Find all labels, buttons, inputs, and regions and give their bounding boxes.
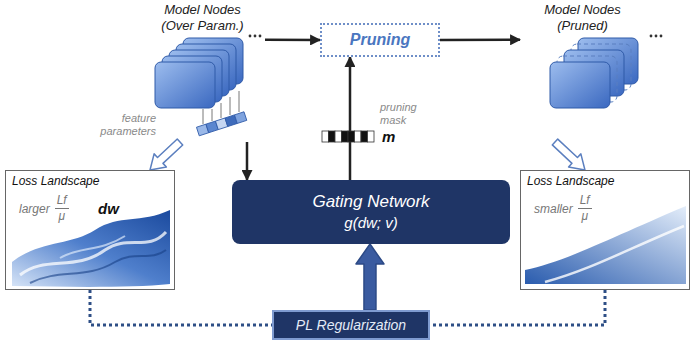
arrow-connector (349, 57, 352, 180)
fraction-denominator: μ (58, 209, 65, 224)
box-title: Gating Network (312, 191, 429, 213)
hollow-arrow (552, 139, 585, 170)
dotted-connector (90, 290, 272, 325)
node-group-heading: Model Nodes (Pruned) (535, 2, 630, 34)
arrow-connector (265, 39, 320, 42)
ratio-qualifier: larger (19, 202, 50, 216)
hollow-arrow (150, 139, 183, 170)
mask-label: pruning mask (380, 101, 430, 127)
box-formula: g(dw; v) (344, 213, 397, 233)
mask-symbol: m (382, 128, 395, 145)
feature-vector (196, 112, 246, 136)
loss-landscape-box: Loss Landscape larger Lfμ (5, 170, 175, 290)
block-arrow (356, 244, 384, 310)
arrow-connector (246, 142, 249, 180)
model-node-group: Model Nodes (Over Param.) (140, 2, 265, 142)
fraction: Lfμ (55, 193, 69, 224)
fraction-numerator: Lf (578, 193, 592, 209)
fraction: Lfμ (578, 193, 592, 224)
panel-title: Loss Landscape (12, 174, 99, 188)
ratio-row: smaller Lfμ (534, 193, 592, 224)
pruned-node-group: Model Nodes (Pruned) (520, 2, 645, 142)
gating-network-box: Gating Networkg(dw; v) (232, 180, 510, 244)
dotted-connector (430, 290, 605, 325)
smooth-loss-surface (525, 206, 686, 284)
panel-title: Loss Landscape (527, 174, 614, 188)
node-group-heading: Model Nodes (Over Param.) (155, 2, 250, 34)
regularization-box: PL Regularization (272, 310, 430, 340)
box-title: PL Regularization (296, 317, 406, 333)
pruning-box: Pruning (320, 23, 440, 57)
pruned-node-stack (550, 38, 638, 108)
fraction-denominator: μ (581, 209, 588, 224)
ratio-qualifier: smaller (534, 202, 573, 216)
feature-label: feature parameters (86, 112, 156, 138)
box-title: Pruning (350, 31, 410, 49)
loss-landscape-box: Loss Landscape smaller Lfμ (520, 170, 690, 290)
fraction-numerator: Lf (55, 193, 69, 209)
arrow-connector (440, 39, 520, 42)
pruning-mask (322, 131, 374, 142)
ratio-row: larger Lfμ (19, 193, 69, 224)
vector-symbol: dw (98, 200, 119, 217)
rugged-loss-surface (12, 210, 170, 287)
ellipsis-dots (249, 35, 663, 38)
